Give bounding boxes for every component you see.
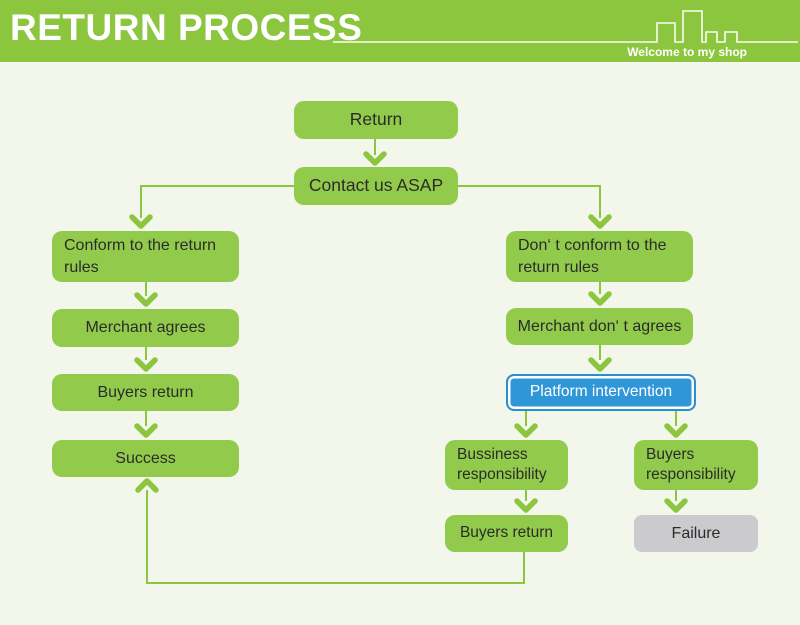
node-buyers-resp-label: Buyers responsibility xyxy=(646,445,736,483)
node-success: Success xyxy=(52,440,239,477)
node-merchant-dont-agree: Merchant don‘ t agrees xyxy=(506,308,693,345)
node-contact-us-asap: Contact us ASAP xyxy=(294,167,458,205)
node-buyers-return-left: Buyers return xyxy=(52,374,239,411)
node-dont-conform-to-rules: Don‘ t conform to the return rules xyxy=(506,231,693,282)
arrow-dont-conform-to-merchant-dont xyxy=(588,282,612,306)
arrow-platform-to-business-resp xyxy=(514,411,538,438)
node-platform-label: Platform intervention xyxy=(529,383,673,401)
arrow-merchant-dont-to-platform xyxy=(588,345,612,372)
arrow-return-to-contact xyxy=(363,139,387,166)
arrow-buyers-return-to-success xyxy=(134,411,158,438)
node-buyers-return-left-label: Buyers return xyxy=(97,383,194,401)
arrow-business-resp-to-buyers-return xyxy=(514,490,538,513)
node-success-label: Success xyxy=(115,449,176,467)
node-conform-label: Conform to the return rules xyxy=(64,237,217,276)
node-return: Return xyxy=(294,101,458,139)
node-merchant-agrees-label: Merchant agrees xyxy=(85,319,206,337)
node-platform-intervention: Platform intervention xyxy=(506,374,696,411)
header-bar: RETURN PROCESS Welcome to my shop xyxy=(0,0,800,62)
node-buyers-return-right-label: Buyers return xyxy=(459,524,554,542)
node-conform-to-rules: Conform to the return rules xyxy=(52,231,239,282)
arrow-merchant-agrees-to-buyers-return xyxy=(134,347,158,372)
node-dont-conform-label: Don‘ t conform to the return rules xyxy=(518,237,667,276)
node-contact-label: Contact us ASAP xyxy=(308,175,444,196)
node-business-resp-label: Bussiness responsibility xyxy=(457,445,547,483)
node-return-label: Return xyxy=(349,109,403,130)
header-tagline: Welcome to my shop xyxy=(627,45,747,59)
page-title: RETURN PROCESS xyxy=(10,7,363,48)
arrow-conform-to-merchant-agrees xyxy=(134,282,158,307)
node-failure-label: Failure xyxy=(671,524,721,542)
arrow-contact-to-dont-conform xyxy=(458,185,612,229)
arrow-buyers-resp-to-failure xyxy=(664,490,688,513)
node-buyers-return-right: Buyers return xyxy=(445,515,568,552)
node-failure: Failure xyxy=(634,515,758,552)
arrow-contact-to-conform xyxy=(129,185,294,229)
node-buyers-responsibility: Buyers responsibility xyxy=(634,440,758,490)
node-merchant-dont-label: Merchant don‘ t agrees xyxy=(517,317,682,335)
node-merchant-agrees: Merchant agrees xyxy=(52,309,239,347)
node-business-responsibility: Bussiness responsibility xyxy=(445,440,568,490)
arrow-platform-to-buyers-resp xyxy=(664,411,688,438)
